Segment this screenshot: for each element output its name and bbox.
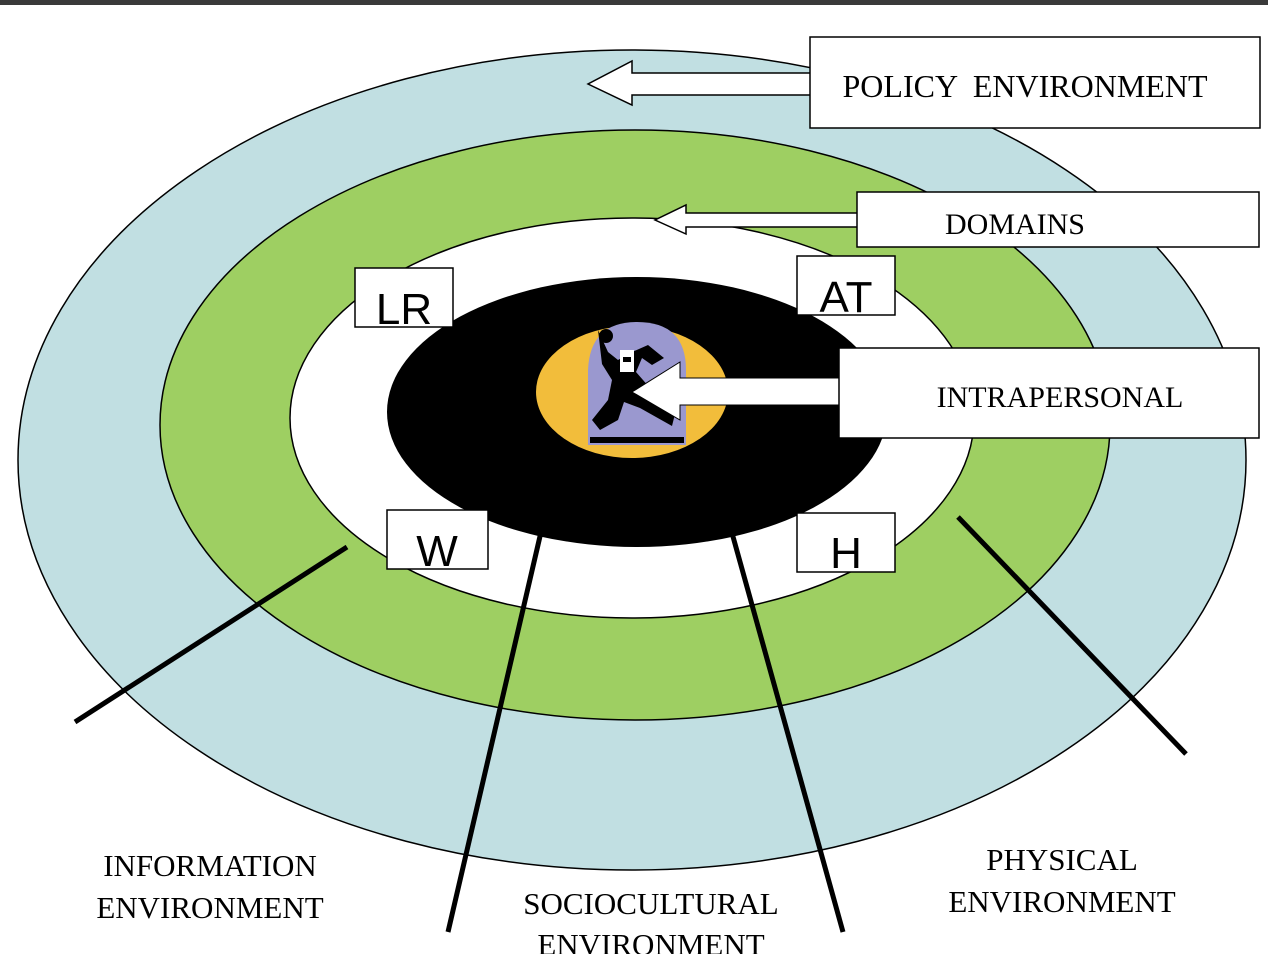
policy-arrow [586, 59, 813, 107]
policy-label: POLICY ENVIRONMENT [842, 68, 1207, 104]
sociocultural-label-line1: SOCIOCULTURAL [523, 886, 779, 921]
sociocultural-pointer-line-left [445, 531, 544, 933]
w-label: W [416, 527, 458, 576]
w-box [386, 509, 489, 570]
at-label: AT [820, 273, 873, 322]
domains-label-box [856, 191, 1260, 248]
h-label: H [830, 529, 862, 578]
policy-label-box [809, 36, 1261, 129]
domains-label: DOMAINS [945, 208, 1085, 241]
domains-arrow [653, 203, 859, 236]
at-box [796, 255, 896, 316]
lr-label: LR [376, 285, 432, 334]
physical-pointer-line [956, 515, 1188, 756]
lr-box [354, 267, 454, 328]
intrapersonal-label-box [838, 347, 1260, 439]
information-pointer-line [73, 544, 349, 725]
information-label-line1: INFORMATION [103, 848, 317, 883]
physical-label-line2: ENVIRONMENT [948, 884, 1175, 919]
sociocultural-pointer-line-right [729, 532, 846, 933]
h-box [796, 512, 896, 573]
physical-label-line1: PHYSICAL [986, 842, 1138, 877]
information-label-line2: ENVIRONMENT [96, 890, 323, 925]
intrapersonal-arrow [631, 361, 841, 421]
intrapersonal-label: INTRAPERSONAL [937, 381, 1184, 414]
sociocultural-label-line2: ENVIRONMENT [537, 927, 764, 954]
top-border [0, 0, 1268, 5]
